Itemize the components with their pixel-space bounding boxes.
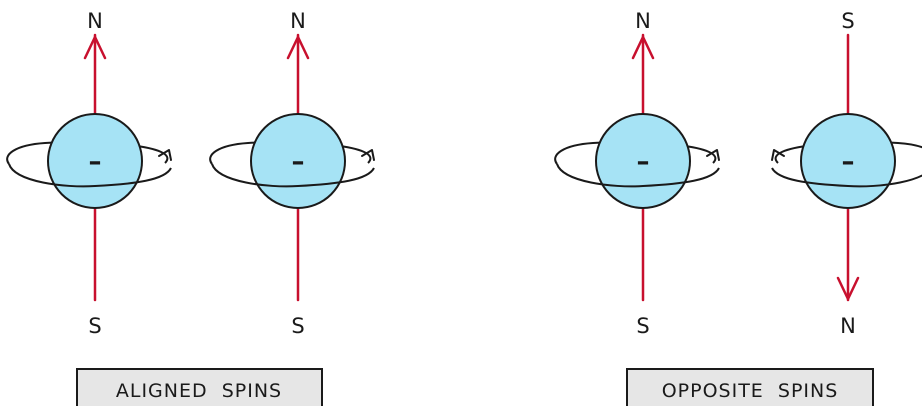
caption-aligned: ALIGNED SPINS (76, 368, 323, 406)
electron-charge: – (842, 147, 855, 177)
pole-label-top: N (635, 9, 651, 33)
spin-arrowhead (361, 149, 375, 161)
electron-charge: – (637, 147, 650, 177)
pole-label-bottom: N (840, 314, 856, 338)
electron-charge: – (292, 147, 305, 177)
caption-aligned-text: ALIGNED SPINS (116, 380, 282, 402)
spin-orbit-front (8, 163, 172, 188)
caption-aligned-box (76, 368, 323, 406)
pole-label-top: N (290, 9, 306, 33)
pole-label-top: N (87, 9, 103, 33)
pole-label-bottom: S (291, 314, 304, 338)
pole-label-top: S (841, 9, 854, 33)
pole-label-bottom: S (636, 314, 649, 338)
spin-orbit-front (771, 167, 922, 188)
electron-charge: – (89, 147, 102, 177)
electron-1: – N S (6, 9, 172, 338)
arrowhead-up (83, 35, 107, 60)
arrowhead-up (286, 35, 310, 60)
arrowhead-up (631, 35, 655, 60)
caption-opposite: OPPOSITE SPINS (626, 368, 874, 406)
electron-2: – N S (209, 9, 375, 338)
spin-orbit-front (211, 163, 375, 188)
spin-arrowhead (158, 149, 172, 161)
spin-orbit-front (556, 163, 720, 188)
spin-arrowhead (706, 149, 720, 161)
spin-arrowhead (771, 149, 785, 161)
electron-3: – N S (554, 9, 720, 338)
caption-opposite-box (626, 368, 874, 406)
caption-opposite-text: OPPOSITE SPINS (662, 380, 839, 402)
arrowhead-down (836, 276, 860, 301)
pole-label-bottom: S (88, 314, 101, 338)
mirrored-spin (771, 113, 922, 209)
electron-4: – S N (771, 9, 922, 338)
